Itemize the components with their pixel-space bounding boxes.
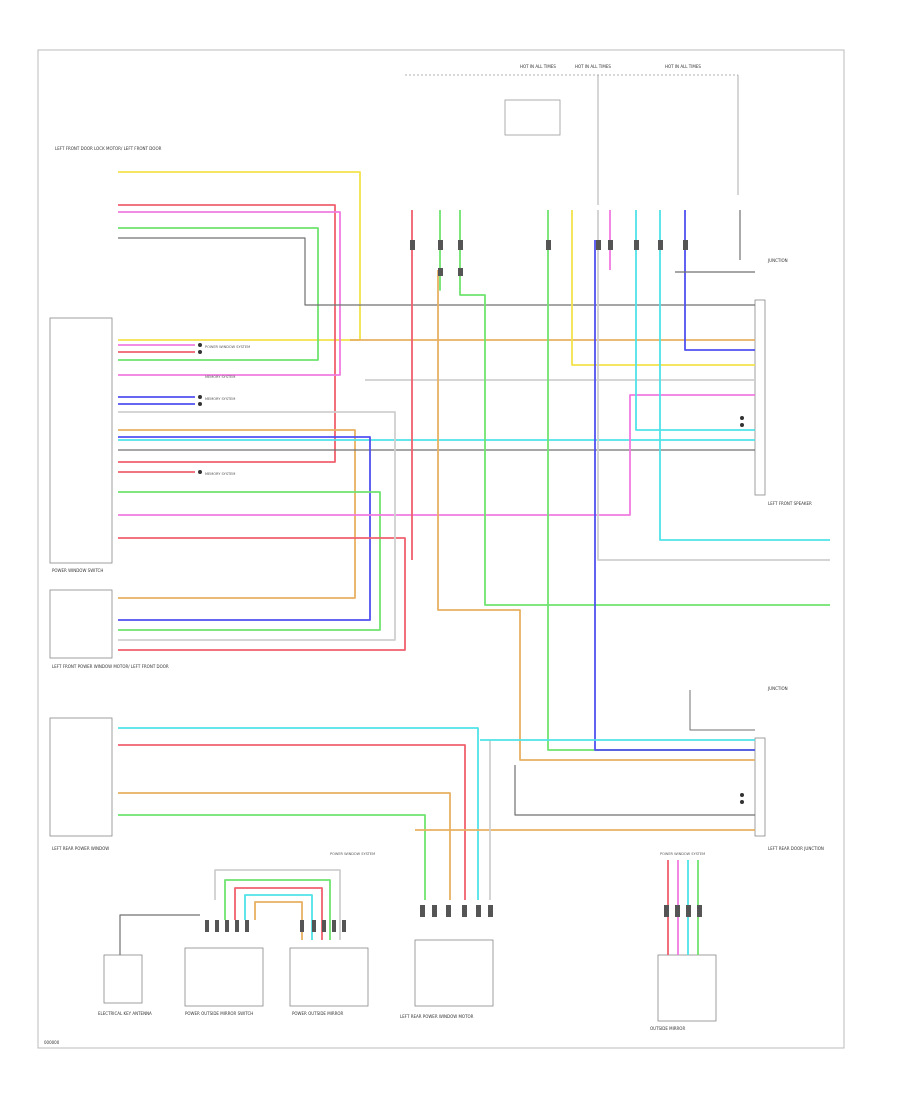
wire-blue-v1 bbox=[594, 240, 755, 751]
wire-lightgray-v1 bbox=[597, 210, 830, 561]
wire-lightgray-m bbox=[214, 869, 341, 940]
wire-blue-3 bbox=[118, 436, 371, 621]
wire-orange-1 bbox=[118, 429, 356, 599]
note-memory-2: MEMORY SYSTEM bbox=[205, 397, 235, 401]
top-label-2: HOT IN ALL TIMES bbox=[575, 64, 611, 69]
wire-cyan-v2 bbox=[659, 210, 830, 541]
wire-green-2 bbox=[118, 491, 381, 631]
top-label-3: HOT IN ALL TIMES bbox=[665, 64, 701, 69]
label-lf-window-motor: LEFT FRONT POWER WINDOW MOTOR/ LEFT FRON… bbox=[52, 664, 169, 669]
note-memory-1: MEMORY SYSTEM bbox=[205, 375, 235, 379]
junction-dots bbox=[198, 343, 744, 804]
bottom-components bbox=[103, 939, 717, 1022]
wire-blue-v2 bbox=[684, 210, 755, 351]
wire-cyan-lr bbox=[118, 727, 479, 900]
wire-orange-m bbox=[254, 901, 303, 940]
wire-lightgray-1 bbox=[118, 411, 396, 641]
label-power-outside-mirror: POWER OUTSIDE MIRROR bbox=[292, 1011, 344, 1016]
wire-red-1 bbox=[118, 204, 336, 463]
wire-yellow-v1 bbox=[571, 210, 755, 366]
wire-pink-3 bbox=[118, 394, 755, 516]
wire-gray-1 bbox=[118, 237, 755, 306]
wire-green-lr bbox=[118, 814, 426, 900]
wire-green-1 bbox=[118, 227, 319, 361]
wires bbox=[118, 171, 830, 955]
wire-gray-key bbox=[119, 914, 200, 955]
wire-orange-lr bbox=[118, 792, 451, 900]
label-lf-speaker: LEFT FRONT SPEAKER bbox=[768, 501, 812, 506]
diagram-frame bbox=[37, 49, 845, 1049]
wire-red-4 bbox=[118, 537, 406, 651]
left-components bbox=[49, 317, 113, 837]
connector-markers bbox=[205, 240, 702, 932]
wire-gray-lr bbox=[514, 765, 755, 816]
label-power-window-switch: POWER WINDOW SWITCH bbox=[52, 568, 103, 573]
note-memory-3: MEMORY SYSTEM bbox=[205, 472, 235, 476]
top-label-1: HOT IN ALL TIMES bbox=[520, 64, 556, 69]
footer-code: 000000 bbox=[44, 1040, 60, 1045]
label-mirror-switch: POWER OUTSIDE MIRROR SWITCH bbox=[185, 1011, 253, 1016]
label-left-rear-junction: LEFT REAR DOOR JUNCTION bbox=[768, 846, 824, 851]
note-power-window-2: POWER WINDOW SYSTEM bbox=[330, 852, 375, 856]
wire-gray-rb bbox=[689, 690, 755, 731]
top-power-bus bbox=[405, 74, 739, 205]
label-door-lock-motor: LEFT FRONT DOOR LOCK MOTOR/ LEFT FRONT D… bbox=[55, 146, 162, 151]
label-junction-1: JUNCTION bbox=[767, 258, 788, 263]
note-power-window-3: POWER WINDOW SYSTEM bbox=[660, 852, 705, 856]
wire-yellow-1 bbox=[118, 171, 361, 341]
label-outside-mirror: OUTSIDE MIRROR bbox=[650, 1026, 685, 1031]
label-electrical-key: ELECTRICAL KEY ANTENNA bbox=[98, 1011, 152, 1016]
wire-cyan-v1 bbox=[635, 210, 755, 431]
wire-pink-1 bbox=[118, 211, 341, 376]
note-power-window-1: POWER WINDOW SYSTEM bbox=[205, 345, 250, 349]
label-left-rear-window: LEFT REAR POWER WINDOW bbox=[52, 846, 109, 851]
wire-orange-v1 bbox=[437, 270, 755, 761]
label-junction-2: JUNCTION bbox=[767, 686, 788, 691]
wire-cyan-m bbox=[244, 894, 313, 940]
wire-red-lr bbox=[118, 744, 466, 900]
label-lr-window-motor: LEFT REAR POWER WINDOW MOTOR bbox=[400, 1014, 474, 1019]
wire-red-m bbox=[234, 887, 323, 940]
wire-green-v3 bbox=[547, 210, 755, 751]
wire-green-m bbox=[224, 879, 331, 940]
wire-green-v2 bbox=[459, 210, 830, 606]
right-connectors bbox=[754, 299, 766, 837]
